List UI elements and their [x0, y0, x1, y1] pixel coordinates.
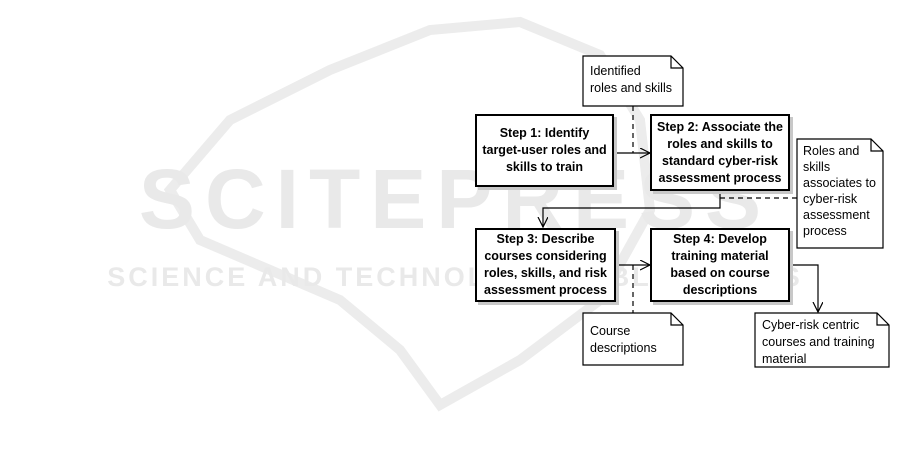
step-2-box: Step 2: Associate the roles and skills t… — [650, 114, 790, 191]
step-3-line: Step 3: Describe — [496, 232, 595, 246]
note-2-line: cyber-risk — [803, 192, 858, 206]
note-4-line: courses and training — [762, 335, 875, 349]
step-2-line: roles and skills to — [667, 136, 773, 151]
note-2-line: assessment — [803, 208, 870, 222]
step-1-line: target-user roles and — [482, 143, 607, 157]
note-1-text: Identified roles and skills — [590, 63, 672, 97]
step-1-box: Step 1: Identify target-user roles and s… — [475, 114, 614, 187]
step-4-line: based on course — [670, 266, 770, 280]
step-4-line: training material — [671, 249, 769, 263]
note-2-line: associates to — [803, 176, 876, 190]
step-3-line: assessment process — [484, 283, 607, 297]
arrow-step2-to-step3 — [543, 190, 721, 227]
note-4-line: material — [762, 352, 807, 366]
step-1-line: Step 1: Identify — [499, 126, 590, 140]
note-3-shape — [582, 312, 684, 366]
step-1-line: skills to train — [505, 160, 584, 174]
note-1-line: roles and skills — [590, 81, 672, 95]
watermark-map-shape — [163, 16, 656, 412]
note-2-text: Roles and skills associates to cyber-ris… — [803, 143, 876, 239]
note-2-line: process — [803, 224, 847, 238]
note-1-shape — [582, 55, 684, 107]
step-2-line: standard cyber-risk — [661, 153, 779, 168]
note-4-text: Cyber-risk centric courses and training … — [762, 317, 875, 368]
step-4-box: Step 4: Develop training material based … — [650, 228, 790, 302]
note-2-line: Roles and — [803, 144, 860, 158]
note-4-shape — [754, 312, 890, 368]
step-4-line: Step 4: Develop — [673, 232, 767, 246]
step-3-line: roles, skills, and risk — [484, 266, 607, 280]
step-3-line: courses considering — [484, 249, 607, 263]
arrow-step4-to-output — [788, 264, 818, 312]
step-2-line: assessment process — [658, 170, 782, 185]
note-4-line: Cyber-risk centric — [762, 318, 860, 332]
note-3-text: Course descriptions — [590, 323, 657, 357]
note-1-line: Identified — [590, 64, 641, 78]
note-3-line: descriptions — [590, 341, 657, 355]
note-2-line: skills — [803, 160, 831, 174]
note-2-shape — [796, 138, 884, 249]
step-4-line: descriptions — [682, 283, 758, 297]
step-3-box: Step 3: Describe courses considering rol… — [475, 228, 616, 302]
step-2-line: Step 2: Associate the — [657, 119, 783, 134]
note-3-line: Course — [590, 324, 631, 338]
